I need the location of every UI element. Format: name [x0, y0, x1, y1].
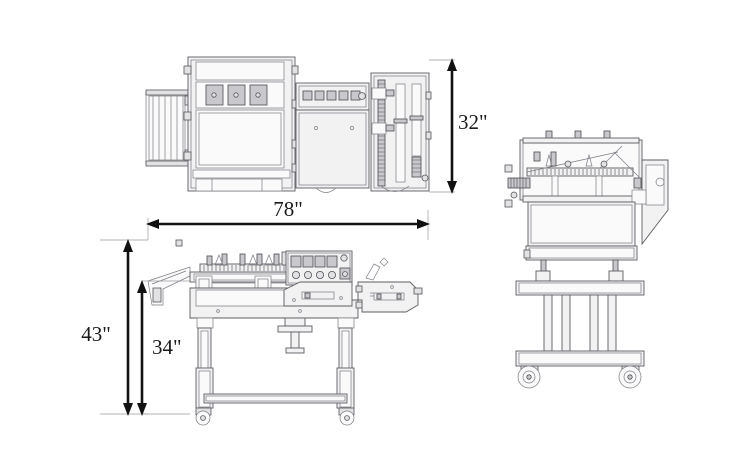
dimension-78-inch: 78" — [146, 197, 430, 240]
side-view-infeed-chute — [147, 239, 191, 306]
end-view-group — [504, 130, 669, 389]
top-view-roller-conveyor — [145, 89, 193, 167]
side-view-stand — [195, 317, 355, 426]
dimension-label-43: 43" — [81, 322, 111, 346]
side-view-control-panel — [285, 250, 353, 286]
end-view-side-bracket — [613, 151, 669, 246]
side-view-machine-bed — [189, 281, 359, 319]
end-view-mid-body — [523, 201, 638, 261]
dimension-label-32: 32" — [458, 110, 488, 134]
dimension-label-78: 78" — [273, 197, 303, 221]
dimension-32-inch: 32" — [429, 58, 488, 194]
end-view-upper-housing — [504, 130, 643, 208]
dimension-label-34: 34" — [152, 335, 182, 359]
side-view-guide-posts — [206, 251, 289, 266]
dimension-43-inch: 43" — [81, 239, 148, 416]
top-view-group — [145, 56, 432, 193]
top-view-chassis — [183, 56, 299, 192]
top-view-control-cabinet — [295, 82, 370, 193]
side-view-group — [147, 239, 423, 426]
side-view-exit-conveyor — [355, 257, 423, 313]
top-view-sealing-assemblies — [370, 72, 432, 192]
end-view-stand — [515, 259, 645, 389]
dimension-34-inch: 34" — [137, 280, 190, 416]
